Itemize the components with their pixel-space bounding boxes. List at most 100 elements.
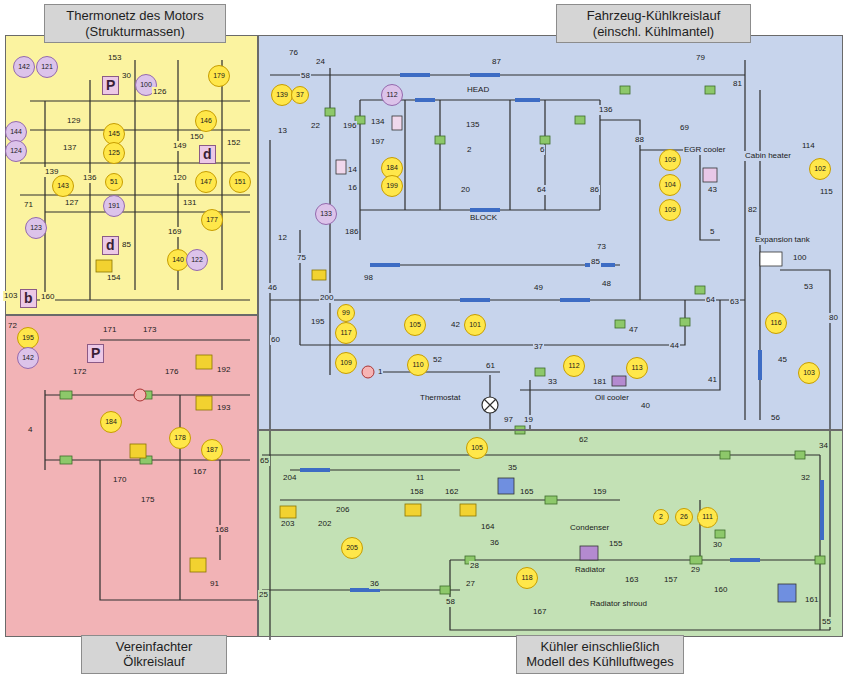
callout-number: 11: [415, 473, 425, 483]
component-symbol: [815, 556, 825, 564]
callout-number: 58: [300, 71, 311, 81]
callout-number: 120: [172, 173, 187, 183]
callout-number: 34: [818, 441, 829, 451]
callout-number: 80: [828, 313, 839, 323]
callout-number: 131: [182, 198, 197, 208]
callout-number: 16: [347, 183, 358, 193]
callout-number: 49: [533, 283, 544, 293]
component-symbol: [470, 208, 500, 212]
callout-number: 2: [466, 145, 472, 155]
callout-number: 175: [140, 495, 155, 505]
callout-number: 91: [209, 579, 220, 589]
callout-number: 28: [469, 561, 480, 571]
callout-number: 165: [519, 487, 534, 497]
mass-node-circle: 124: [5, 140, 27, 162]
heat-node-circle: 104: [659, 174, 681, 196]
callout-number: 60: [270, 335, 281, 345]
component-symbol: [312, 270, 326, 280]
callout-number: 65: [259, 456, 270, 466]
callout-number: BLOCK: [469, 213, 498, 223]
callout-number: 181: [592, 377, 607, 387]
component-symbol: [5, 315, 258, 637]
callout-number: 193: [216, 403, 231, 413]
pressure-symbol: b: [20, 289, 37, 308]
heat-node-circle: 205: [341, 537, 363, 559]
component-symbol: [460, 298, 490, 302]
component-symbol: [720, 451, 730, 459]
heat-node-circle: 199: [381, 175, 403, 197]
component-symbol: [620, 86, 630, 94]
callout-number: 36: [369, 579, 380, 589]
callout-number: 45: [777, 355, 788, 365]
heat-node-circle: 109: [659, 149, 681, 171]
pipe-line: [262, 455, 830, 630]
component-symbol: [715, 530, 725, 538]
heat-exchanger-symbols: [336, 116, 796, 602]
callout-number: 126: [152, 87, 167, 97]
callout-number: 154: [106, 273, 121, 283]
callout-number: 202: [317, 519, 332, 529]
component-symbol: [96, 260, 112, 272]
region-heading: Thermonetz des Motors (Strukturmassen): [44, 4, 226, 43]
callout-number: 135: [465, 120, 480, 130]
pipe-network: [20, 60, 830, 640]
callout-number: 134: [370, 117, 385, 127]
callout-number: 82: [747, 205, 758, 215]
callout-number: 81: [732, 79, 743, 89]
callout-number: 13: [277, 126, 288, 136]
callout-number: 169: [167, 227, 182, 237]
component-symbol: [820, 480, 824, 540]
callout-number: 58: [445, 597, 456, 607]
mass-node-circle: 112: [381, 84, 403, 106]
callout-number: 195: [310, 317, 325, 327]
component-symbol: [760, 252, 782, 266]
mass-node-circle: 122: [186, 249, 208, 271]
component-symbol: [460, 504, 476, 516]
callout-number: 173: [142, 325, 157, 335]
component-symbol: [258, 35, 843, 430]
component-symbol: [612, 376, 626, 386]
region-heading: Fahrzeug-Kühlkreislauf (einschl. Kühlman…: [556, 4, 751, 43]
pipe-line: [270, 60, 830, 640]
callout-number: 150: [189, 132, 204, 142]
component-symbol: [560, 298, 590, 302]
pipe-line: [45, 340, 258, 600]
callout-number: 88: [634, 135, 645, 145]
callout-number: 69: [679, 123, 690, 133]
callout-number: 24: [315, 57, 326, 67]
callout-number: Condenser: [569, 523, 610, 533]
heat-source-symbols: [96, 260, 476, 572]
component-symbol: [258, 430, 843, 637]
callout-number: 203: [280, 519, 295, 529]
heat-node-circle: 111: [697, 507, 718, 528]
callout-number: Thermostat: [419, 393, 461, 403]
callout-number: 52: [432, 355, 443, 365]
callout-number: 75: [296, 253, 307, 263]
region-panel: Vereinfachter Ölkreislauf: [5, 315, 258, 637]
callout-number: 163: [624, 575, 639, 585]
callout-number: 157: [663, 575, 678, 585]
pressure-symbol: d: [199, 145, 216, 164]
thermostat-symbol: [482, 397, 498, 413]
heat-node-circle: 146: [195, 110, 217, 132]
mass-node-circle: 142: [13, 56, 35, 78]
heat-node-circle: 2: [653, 509, 669, 525]
callout-number: 137: [62, 143, 77, 153]
pipe-line: [484, 399, 496, 411]
callout-number: 30: [121, 71, 132, 81]
callout-number: 30: [712, 540, 723, 550]
callout-number: 160: [40, 292, 55, 302]
callout-number: 55: [821, 617, 832, 627]
callout-number: 200: [319, 293, 334, 303]
callout-number: 136: [82, 173, 97, 183]
component-symbol: [575, 116, 585, 124]
callout-number: 167: [532, 607, 547, 617]
callout-number: 37: [533, 342, 544, 352]
callout-number: Oil cooler: [594, 393, 630, 403]
heat-node-circle: 109: [659, 199, 681, 221]
callout-number: 73: [596, 242, 607, 252]
region-grounds: [5, 35, 843, 637]
callout-number: 164: [480, 522, 495, 532]
callout-number: 64: [536, 185, 547, 195]
